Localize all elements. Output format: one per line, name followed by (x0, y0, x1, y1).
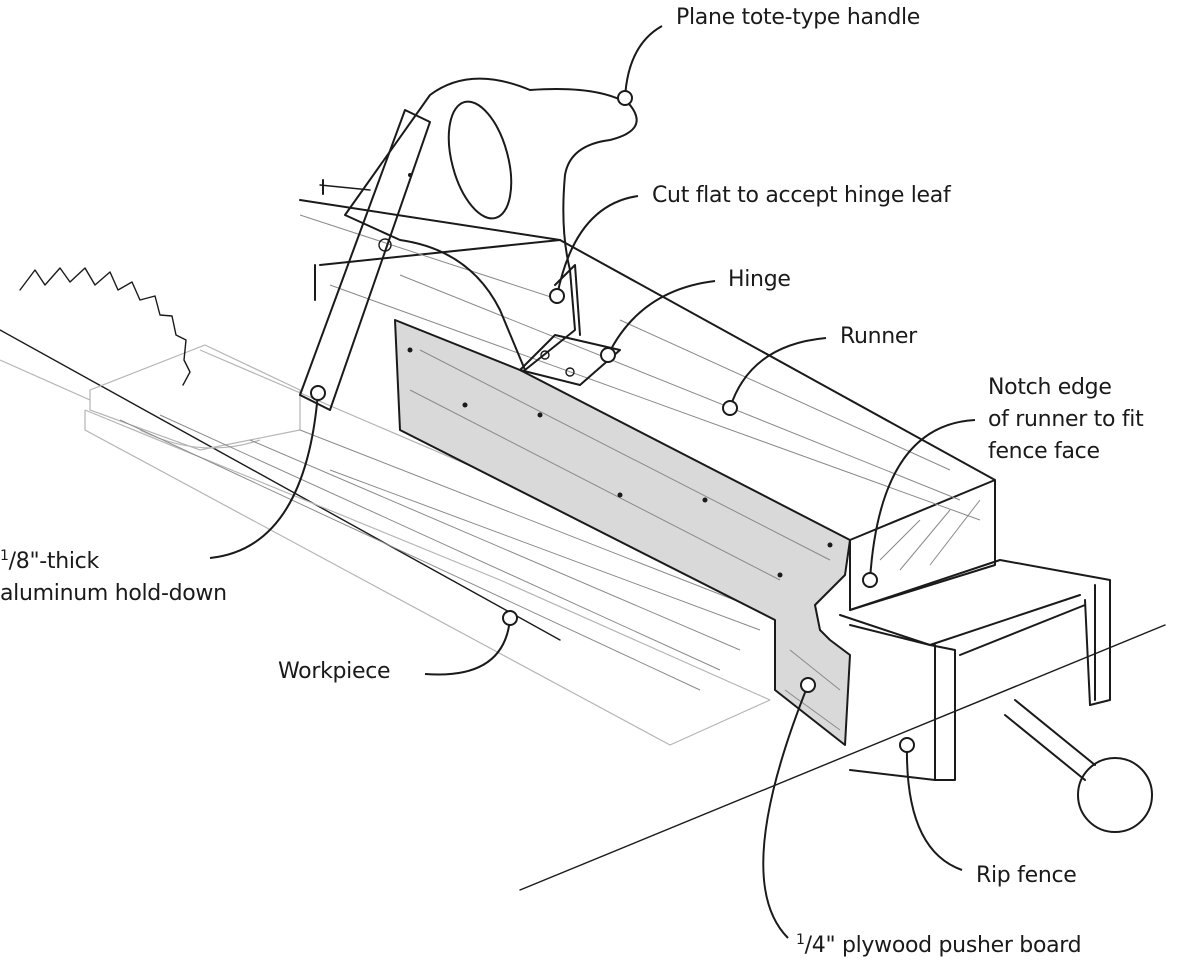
callout-aluminum-hold-down: 1/8"-thick aluminum hold-down (0, 540, 227, 610)
fraction-numerator: 1 (796, 932, 805, 948)
saw-blade (19, 267, 301, 451)
pusher-board (394, 319, 851, 746)
callout-hinge: Hinge (728, 266, 791, 294)
dot-cut-flat (549, 288, 565, 304)
leader-handle (624, 25, 663, 99)
callout-rip-fence: Rip fence (976, 862, 1077, 890)
dot-runner (722, 400, 738, 416)
callout-text: Hinge (728, 267, 791, 292)
dot-rip-fence (899, 737, 915, 753)
callout-text: Workpiece (278, 659, 391, 684)
callout-line: fence face (988, 439, 1100, 464)
callout-text: Runner (840, 324, 917, 349)
leader-runner (729, 337, 827, 409)
callout-text: Plane tote-type handle (676, 5, 921, 30)
leader-notch (869, 419, 976, 581)
callout-notch-edge: Notch edge of runner to fit fence face (988, 372, 1144, 468)
callout-leaders (209, 25, 976, 939)
fraction-denominator: 4 (811, 933, 826, 958)
callout-workpiece: Workpiece (278, 658, 391, 686)
callout-plane-tote-handle: Plane tote-type handle (676, 4, 920, 32)
rip-fence (839, 559, 1153, 833)
callout-text: " plywood pusher board (825, 933, 1082, 958)
fraction-numerator: 1 (0, 548, 9, 564)
callout-line: aluminum hold-down (0, 581, 227, 606)
dot-workpiece (502, 610, 518, 626)
callout-text: "-thick (29, 549, 99, 574)
leader-pusher-board (762, 684, 809, 939)
leader-hold-down (209, 392, 319, 559)
callout-runner: Runner (840, 323, 917, 351)
dot-notch (862, 572, 878, 588)
leader-workpiece (424, 617, 511, 676)
callout-text: Rip fence (976, 863, 1077, 888)
callout-line: 1/8"-thick (0, 548, 99, 574)
callout-cut-flat: Cut flat to accept hinge leaf (652, 182, 951, 210)
callout-plywood-pusher-board: 1/4" plywood pusher board (796, 932, 1082, 958)
dot-pusher-board (800, 677, 816, 693)
dot-hinge (600, 347, 616, 363)
saw-table (0, 329, 1166, 891)
runner (299, 199, 996, 611)
fraction-denominator: 8 (15, 549, 30, 574)
leader-cut-flat (556, 195, 639, 297)
leader-hinge (607, 280, 716, 356)
leader-rip-fence (905, 744, 963, 871)
callout-line: Notch edge (988, 375, 1112, 400)
dot-handle (617, 90, 633, 106)
callout-text: Cut flat to accept hinge leaf (652, 183, 951, 208)
callout-line: of runner to fit (988, 407, 1144, 432)
hinge (519, 334, 621, 386)
dot-hold-down (310, 385, 326, 401)
